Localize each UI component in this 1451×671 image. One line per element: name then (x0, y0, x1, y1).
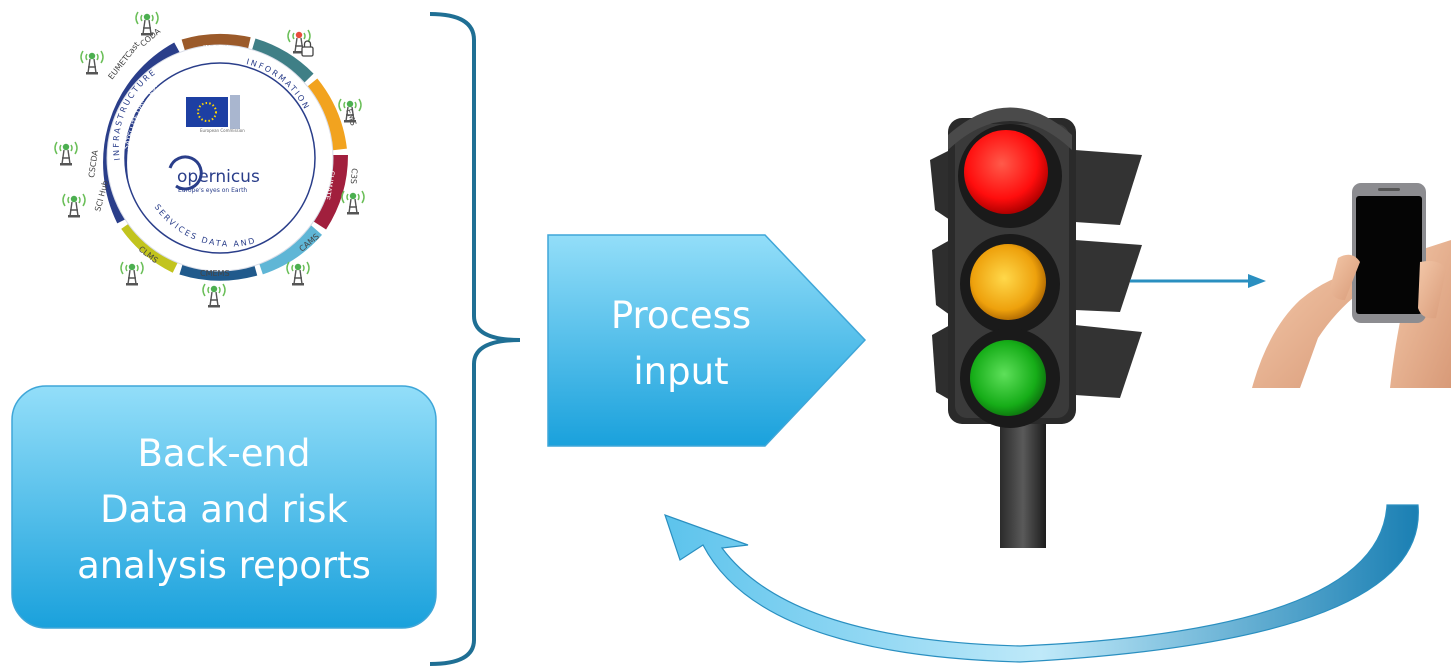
antenna-icon (62, 193, 86, 218)
arrow-to-phone (1130, 274, 1266, 288)
backend-line-2: Data and risk (100, 488, 348, 531)
eu-flag-icon (186, 95, 240, 129)
green-light (970, 340, 1046, 416)
antenna-icon (135, 11, 159, 36)
copernicus-wordmark: opernicus (177, 167, 260, 187)
label-marine: MARINE (203, 262, 230, 270)
traffic-light-icon (930, 107, 1142, 548)
antenna-icon (202, 283, 226, 308)
copernicus-tagline: Europe's eyes on Earth (178, 187, 247, 194)
phone-screen (1356, 196, 1422, 314)
antenna-icon (286, 261, 310, 286)
copernicus-ring: IN SITU SECURITY EMERGENCY CLIMATE ATMOS… (87, 26, 359, 281)
outer-label-cscda: CSCDA (87, 149, 100, 178)
antenna-icon (287, 29, 311, 54)
process-line-1: Process (611, 294, 751, 337)
copernicus-c-logo (168, 155, 203, 191)
backend-line-3: analysis reports (77, 544, 371, 587)
ring-segment-climate (305, 154, 349, 230)
backend-box: Back-end Data and risk analysis reports (11, 385, 437, 629)
lock-icon (301, 40, 314, 57)
label-esa: ESA (114, 176, 122, 190)
curly-brace (429, 12, 521, 666)
yellow-light (970, 244, 1046, 320)
backend-line-1: Back-end (138, 432, 311, 475)
antenna-icon (80, 50, 104, 75)
ring-segment-emergency (298, 78, 347, 152)
antenna-icon (338, 98, 362, 123)
eu-caption: European Commission (200, 128, 245, 133)
smartphone-icon (1252, 183, 1451, 388)
antenna-icon (54, 141, 78, 166)
process-input-box: Process input (547, 234, 867, 447)
antenna-icon (341, 190, 365, 215)
label-in-situ: IN SITU (203, 44, 228, 52)
red-light (964, 130, 1048, 214)
outer-label-c3s: C3S (349, 168, 359, 184)
antenna-icons (54, 11, 365, 308)
outer-label-cmems: CMEMS (200, 269, 230, 278)
feedback-arrow (664, 504, 1419, 663)
process-line-2: input (633, 350, 728, 393)
antenna-icon (120, 261, 144, 286)
